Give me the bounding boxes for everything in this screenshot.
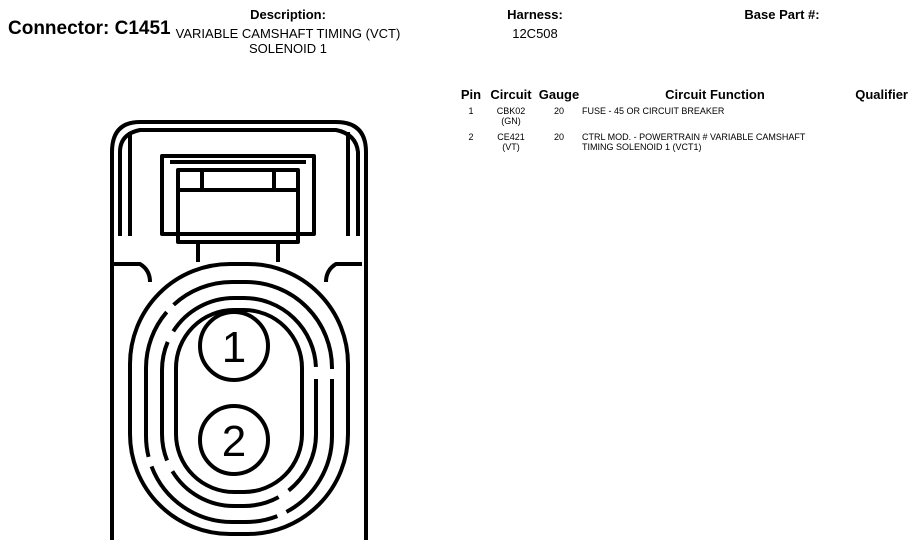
- pin-column-header: Pin: [460, 87, 482, 102]
- circuit-cell: CE421 (VT): [486, 131, 536, 157]
- base-part-label: Base Part #:: [744, 7, 820, 22]
- separator-ledge: [114, 262, 362, 283]
- function-column-header: Circuit Function: [665, 87, 765, 102]
- pin-2-circle: [198, 404, 270, 476]
- function-cell: FUSE - 45 OR CIRCUIT BREAKER: [582, 105, 848, 131]
- table-row: 2 CE421 (VT) 20 CTRL MOD. - POWERTRAIN #…: [456, 131, 908, 157]
- qualifier-column-header: Qualifier: [855, 87, 908, 102]
- description-value: VARIABLE CAMSHAFT TIMING (VCT) SOLENOID …: [168, 26, 408, 56]
- latch-inner: [176, 168, 300, 244]
- circuit-cell: CBK02 (GN): [486, 105, 536, 131]
- harness-value: 12C508: [512, 26, 558, 41]
- function-line-1: FUSE - 45 OR CIRCUIT BREAKER: [582, 106, 725, 116]
- pin-1-label: 1: [222, 323, 246, 372]
- latch-block: [160, 154, 316, 236]
- seal-ring-outer: [128, 262, 350, 536]
- pin-1-circle: [198, 310, 270, 382]
- pin-cavity: [174, 308, 304, 494]
- housing-outline: [110, 120, 368, 540]
- table-row: 1 CBK02 (GN) 20 FUSE - 45 OR CIRCUIT BRE…: [456, 105, 908, 131]
- housing-inner-outline: [118, 128, 360, 236]
- gauge-value: 20: [553, 132, 564, 142]
- pin-2-label: 2: [222, 417, 246, 466]
- description-label: Description:: [250, 7, 326, 22]
- function-line-1: CTRL MOD. - POWERTRAIN # VARIABLE CAMSHA…: [582, 132, 806, 142]
- pin-number: 1: [468, 106, 474, 116]
- gauge-column-header: Gauge: [538, 87, 580, 102]
- connector-title: Connector: C1451: [8, 18, 171, 40]
- circuit-code: CBK02: [496, 106, 526, 116]
- connector-id: C1451: [114, 18, 171, 39]
- description-line-1: VARIABLE CAMSHAFT TIMING (VCT): [175, 26, 401, 41]
- harness-label: Harness:: [507, 7, 563, 22]
- circuit-code: CE421: [497, 132, 525, 142]
- connector-label: Connector:: [8, 18, 110, 39]
- seal-ring-inner: [160, 296, 318, 508]
- seal-ring-middle: [144, 280, 334, 524]
- function-line-2: TIMING SOLENOID 1 (VCT1): [582, 142, 702, 152]
- pin-table: Pin Circuit Gauge Circuit Function Quali…: [456, 87, 908, 157]
- description-line-2: SOLENOID 1: [248, 41, 328, 56]
- pin-table-header: Pin Circuit Gauge Circuit Function Quali…: [456, 87, 908, 105]
- function-cell: CTRL MOD. - POWERTRAIN # VARIABLE CAMSHA…: [582, 131, 848, 157]
- circuit-color: (VT): [502, 142, 520, 152]
- gauge-value: 20: [553, 106, 564, 116]
- circuit-column-header: Circuit: [490, 87, 532, 102]
- pin-number: 2: [468, 132, 474, 142]
- circuit-color: (GN): [501, 116, 521, 126]
